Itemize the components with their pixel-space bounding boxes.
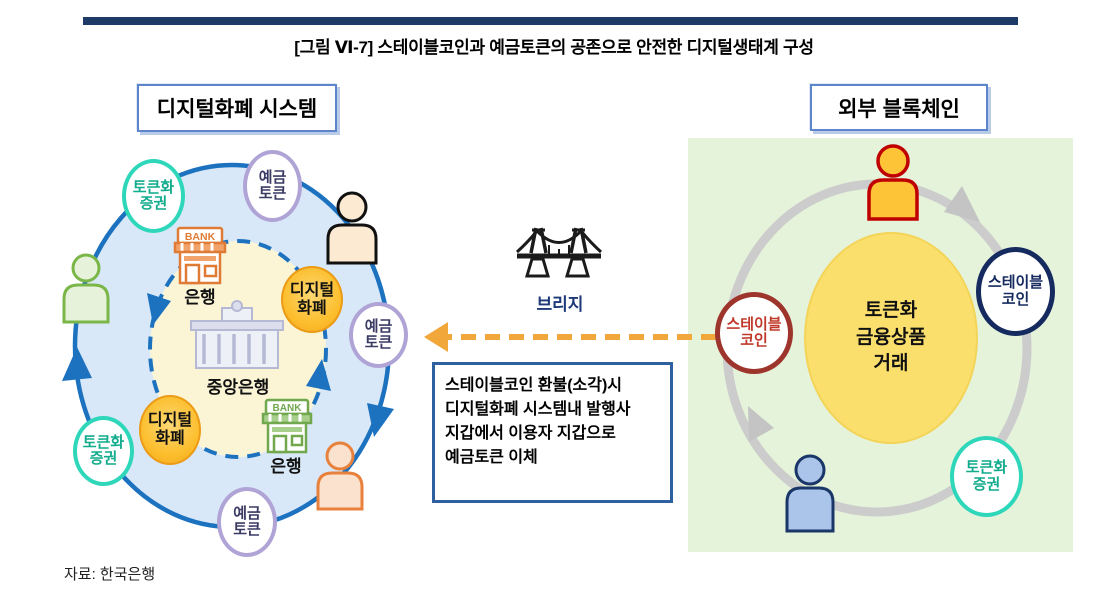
bank-label-top: 은행 [184,288,216,307]
node-tokenized-securities-bottomleft: 토큰화 증권 [73,416,134,486]
user-blue-icon [785,454,835,533]
node-digital-currency-right: 디지털 화폐 [281,266,343,333]
node-deposit-token-top: 예금 토큰 [243,150,302,222]
stablecoin-refund-note: 스테이블코인 환불(소각)시 디지털화폐 시스템내 발행사 지갑에서 이용자 지… [432,362,673,503]
inner-arrow-down-icon [147,293,171,325]
user-red-yellow-icon [867,144,919,221]
user-green-icon [62,253,110,324]
source-note: 자료: 한국은행 [64,566,156,583]
node-stablecoin-right: 스테이블 코인 [976,247,1055,336]
bank-sign-text: BANK [273,403,303,414]
bridge-icon [515,227,603,278]
external-blockchain-header: 외부 블록체인 [810,84,988,131]
node-stablecoin-left: 스테이블 코인 [715,292,793,374]
user-black-icon [326,191,378,265]
bank-sign-text: BANK [185,231,216,243]
top-rule [83,17,1018,25]
node-tokenized-securities-topleft: 토큰화 증권 [122,159,185,233]
node-digital-currency-left: 디지털 화폐 [139,395,201,465]
left-system-header: 디지털화폐 시스템 [137,84,337,132]
chain-arrow-up-icon [748,406,774,442]
inner-arrow-up-icon [306,359,331,391]
bridge-label: 브리지 [536,295,584,314]
bank-green-icon: BANK [261,398,313,454]
central-bank-label: 중앙은행 [206,378,270,397]
figure-title: [그림 Ⅵ-7] 스테이블코인과 예금토큰의 공존으로 안전한 디지털생태계 구… [294,38,814,57]
outer-arrow-up-icon [62,347,92,381]
node-tokenized-products-trade: 토큰화 금융상품 거래 [804,232,978,444]
bank-label-bottom: 은행 [270,457,302,476]
node-deposit-token-bottom: 예금 토큰 [217,487,277,557]
bank-orange-icon: BANK [173,226,227,285]
bridge-arrowhead-icon [424,322,448,352]
central-bank-building-icon [190,300,284,369]
outer-arrow-down-icon [367,403,394,437]
user-orange-icon [316,441,364,511]
node-deposit-token-right: 예금 토큰 [349,302,408,368]
node-tokenized-securities-right: 토큰화 증권 [950,436,1023,517]
chain-arrow-right-icon [944,186,980,222]
